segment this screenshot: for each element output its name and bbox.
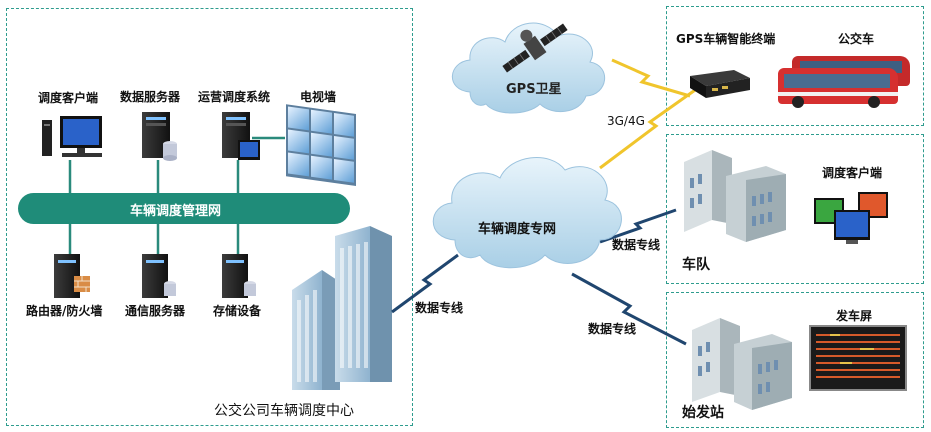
data-server-icon	[142, 112, 177, 161]
terminal-label: GPS车辆智能终端	[676, 32, 776, 46]
fleet-client-icon	[814, 192, 888, 244]
center-link-label: 数据专线	[415, 301, 464, 315]
link-center-to-cloud	[391, 253, 459, 314]
network-label: 车辆调度管理网	[130, 204, 222, 219]
client-pc-icon	[42, 116, 102, 157]
station-building-icon	[692, 318, 792, 410]
device-label-data-server: 数据服务器	[120, 90, 181, 104]
storage-icon	[222, 254, 256, 298]
management-network-bar	[18, 193, 350, 224]
vehicle-region	[666, 6, 924, 126]
headquarters-building-icon	[292, 226, 392, 390]
link-3g-label: 3G/4G	[607, 114, 645, 128]
device-label-tv-wall: 电视墙	[300, 90, 337, 104]
device-label-router: 路由器/防火墙	[26, 304, 103, 318]
station-title: 始发站	[682, 405, 724, 421]
satellite-cloud-icon	[451, 22, 606, 114]
private-network-label: 车辆调度专网	[478, 222, 557, 237]
ops-system-icon	[222, 112, 260, 160]
device-label-storage: 存储设备	[213, 304, 262, 318]
fleet-region	[666, 134, 924, 284]
bus-icon	[778, 56, 910, 108]
station-region	[666, 292, 924, 428]
fleet-link-label: 数据专线	[612, 238, 661, 252]
private-network-cloud-icon	[432, 157, 622, 269]
satellite-label: GPS卫星	[506, 82, 562, 97]
fleet-title: 车队	[682, 257, 710, 273]
device-label-ops-system: 运营调度系统	[198, 90, 271, 104]
comm-server-icon	[142, 254, 176, 298]
bus-label: 公交车	[838, 32, 875, 46]
station-link-label: 数据专线	[588, 322, 637, 336]
center-title: 公交公司车辆调度中心	[214, 403, 354, 419]
fleet-client-label: 调度客户端	[822, 166, 883, 180]
router-firewall-icon	[54, 254, 90, 298]
link-satellite-to-vehicle	[611, 58, 691, 98]
departure-screen-icon	[809, 325, 907, 391]
station-screen-label: 发车屏	[836, 309, 873, 323]
tv-wall-icon	[286, 104, 356, 187]
device-label-comm-server: 通信服务器	[125, 304, 186, 318]
device-label-client: 调度客户端	[38, 91, 99, 105]
link-cloud-to-fleet	[599, 208, 677, 244]
dispatch-center-region	[6, 8, 413, 426]
network-connectors	[68, 136, 285, 255]
fleet-building-icon	[684, 150, 786, 242]
gps-terminal-icon	[690, 70, 750, 98]
link-3g-to-cloud	[599, 86, 699, 170]
link-cloud-to-station	[571, 272, 687, 346]
